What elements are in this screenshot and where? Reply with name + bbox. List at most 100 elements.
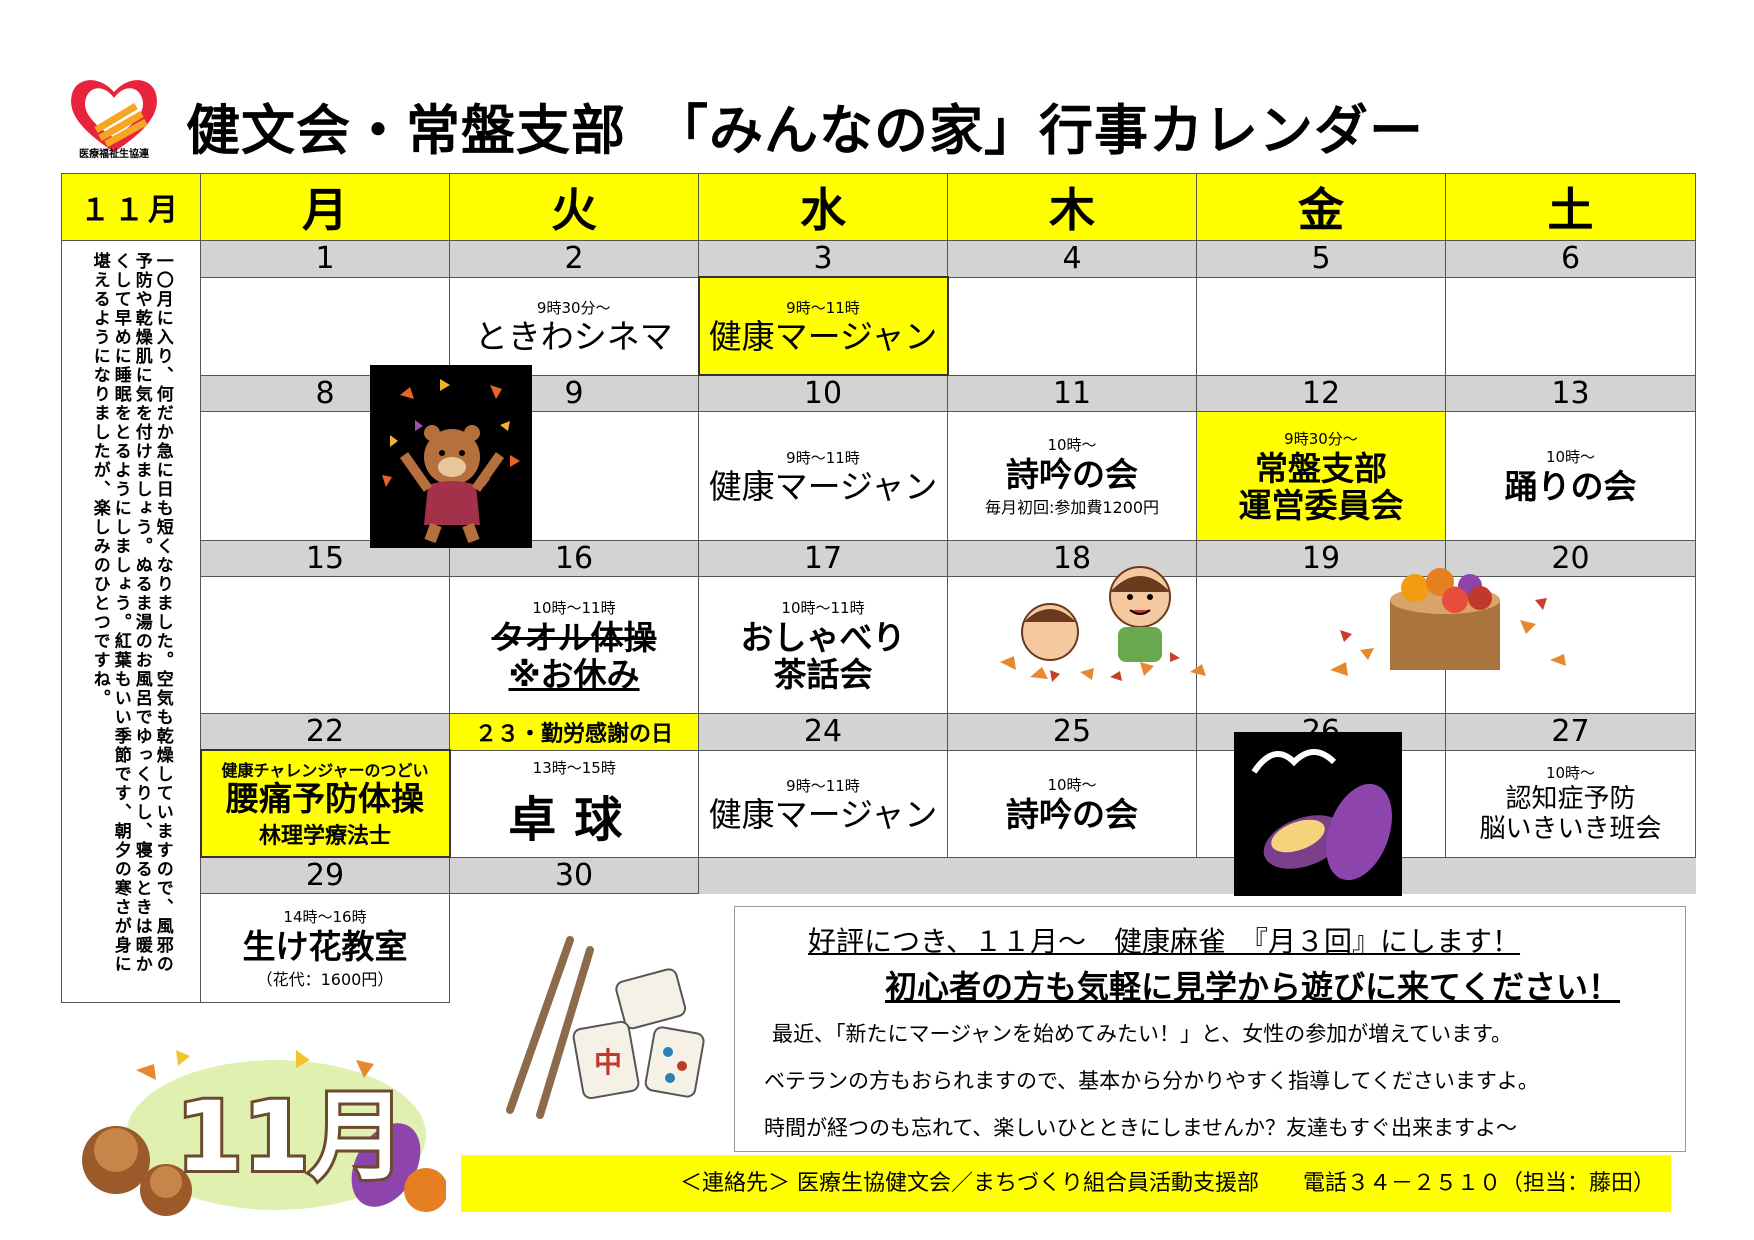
event-cell	[1445, 276, 1696, 376]
event-cell	[1196, 276, 1446, 376]
date-cell-empty	[698, 857, 948, 894]
logo-text: 医療福祉生協連	[79, 149, 149, 160]
event-row: 9時30分～ ときわシネマ 9時～11時 健康マージャン	[62, 276, 1696, 376]
event-instructor: 林理学療法士	[258, 823, 391, 849]
event-name: 健康マージャン	[708, 317, 938, 357]
event-note: 毎月初回:参加費1200円	[984, 497, 1160, 517]
weekday-wed: 水	[698, 173, 948, 241]
date-cell: 4	[947, 240, 1197, 278]
date-cell-empty	[1445, 857, 1696, 894]
contact-footer: ＜連絡先＞ 医療生協健文会／まちづくり組合員活動支援部 電話３４－２５１０（担当…	[461, 1155, 1671, 1212]
event-name: 生け花教室	[242, 927, 408, 967]
date-cell: 6	[1445, 240, 1696, 278]
date-cell: 29	[200, 856, 450, 894]
date-row: 一〇月に入り、何だか急に日も短くなりました。空気も乾燥していますので、風邪の予防…	[61, 240, 1696, 1003]
heart-logo-icon	[71, 80, 157, 152]
event-time: 10時～	[1047, 436, 1097, 455]
seasonal-note-text: 一〇月に入り、何だか急に日も短くなりました。空気も乾燥していますので、風邪の予防…	[89, 251, 173, 974]
event-cell: 13時～15時 卓球	[449, 749, 699, 858]
event-name: おしゃべり	[740, 618, 906, 658]
event-name-2: 茶話会	[773, 654, 873, 694]
month-badge-text: 11月	[176, 1081, 406, 1193]
event-time: 9時30分～	[536, 299, 611, 318]
weekday-sat: 土	[1445, 173, 1696, 241]
event-cell	[200, 576, 450, 714]
event-row: 健康チャレンジャーのつどい 腰痛予防体操 林理学療法士 13時～15時 卓球 9…	[62, 749, 1696, 858]
weekday-mon: 月	[200, 173, 450, 241]
event-cell: 9時30分～ ときわシネマ	[449, 276, 699, 376]
date-cell: 17	[698, 540, 948, 577]
event-time: 10時～	[1545, 764, 1596, 783]
notice-headline: 好評につき、１１月～ 健康麻雀 『月３回』にします！	[808, 925, 1521, 958]
date-cell: 13	[1445, 374, 1696, 412]
event-cell: 9時～11時 健康マージャン	[698, 411, 948, 541]
date-cell: 22	[200, 713, 450, 751]
event-name: 常盤支部	[1255, 449, 1387, 489]
event-time: 10時～	[1047, 775, 1097, 794]
event-cell: 10時～11時 おしゃべり 茶話会	[698, 576, 948, 714]
event-time: 10時～11時	[781, 599, 865, 618]
notice-subheadline: 初心者の方も気軽に見学から遊びに来てください！	[885, 968, 1621, 1006]
event-name: 詩吟の会	[1006, 794, 1138, 834]
event-name: 卓球	[508, 792, 641, 848]
mahjong-tiles-illustration: 中	[506, 936, 705, 1119]
date-cell: 24	[698, 713, 948, 751]
event-cell	[200, 276, 450, 376]
date-cell: 12	[1196, 374, 1446, 412]
date-cell: 25	[947, 713, 1197, 751]
notice-body: 最近、「新たにマージャンを始めてみたい！」と、女性の参加が増えています。	[772, 1022, 1513, 1046]
event-name: 認知症予防	[1505, 784, 1636, 815]
date-cell-empty	[947, 857, 1197, 894]
event-time: 9時～11時	[786, 776, 860, 795]
event-name: 健康マージャン	[708, 467, 938, 507]
event-name-2: 運営委員会	[1238, 485, 1404, 525]
date-row: 29 30	[62, 856, 1696, 894]
event-cell: 9時30分～ 常盤支部 運営委員会	[1196, 411, 1446, 541]
date-cell: 3	[698, 240, 948, 278]
event-cell: 10時～ 踊りの会	[1445, 411, 1696, 541]
date-cell: 5	[1196, 240, 1446, 278]
event-cell: 健康チャレンジャーのつどい 腰痛予防体操 林理学療法士	[199, 749, 451, 858]
weekday-tue: 火	[449, 173, 699, 241]
event-series: 健康チャレンジャーのつどい	[221, 761, 429, 781]
event-cancel-notice: ※お休み	[508, 654, 640, 694]
notice-box	[734, 906, 1686, 1152]
stump-fruit-illustration	[1330, 568, 1566, 676]
event-name: 健康マージャン	[708, 794, 938, 834]
mahjong-tile-label: 中	[594, 1046, 622, 1079]
event-name: ときわシネマ	[474, 317, 673, 357]
date-cell: 27	[1445, 713, 1696, 751]
notice-body: 時間が経つのも忘れて、楽しいひとときにしませんか？友達もすぐ出来ますよ～	[764, 1116, 1518, 1140]
page-title: 健文会・常盤支部 「みんなの家」行事カレンダー	[186, 99, 1424, 162]
event-name: 腰痛予防体操	[226, 779, 424, 819]
weekday-header-row: １１月 月 火 水 木 金 土	[61, 173, 1696, 241]
weekday-thu: 木	[947, 173, 1197, 241]
weekday-fri: 金	[1196, 173, 1446, 241]
date-cell: 30	[449, 856, 699, 894]
event-cell: 9時～11時 健康マージャン	[697, 276, 949, 376]
children-leaves-illustration	[1000, 566, 1206, 682]
event-time: 14時～16時	[283, 908, 367, 927]
holiday-date-cell: ２３・勤労感謝の日	[449, 713, 699, 751]
month-label: １１月	[61, 173, 201, 241]
date-row: 8 9 10 11 12 13	[62, 374, 1696, 412]
event-cell: 9時～11時 健康マージャン	[698, 749, 948, 858]
event-name-2: 脳いきいき班会	[1479, 814, 1662, 844]
event-fee: （花代：1600円）	[256, 969, 394, 989]
event-cell: 14時～16時 生け花教室 （花代：1600円）	[200, 893, 450, 1003]
date-cell: 19	[1196, 540, 1446, 577]
event-cell: 10時～ 詩吟の会	[947, 749, 1197, 858]
november-autumn-badge: 11月	[82, 1050, 446, 1216]
event-name: 踊りの会	[1504, 467, 1637, 507]
event-cell: 10時～ 詩吟の会 毎月初回:参加費1200円	[947, 411, 1197, 541]
date-cell: 15	[200, 540, 450, 577]
bear-autumn-illustration	[370, 365, 532, 548]
event-time: 10時～11時	[532, 599, 616, 618]
event-time: 9時～11時	[786, 449, 860, 468]
seasonal-note: 一〇月に入り、何だか急に日も短くなりました。空気も乾燥していますので、風邪の予防…	[61, 240, 201, 1003]
date-cell: 11	[947, 374, 1197, 412]
event-cell: 10時～11時 タオル体操 ※お休み	[449, 576, 699, 714]
event-time: 9時～11時	[786, 299, 860, 318]
date-row: 22 ２３・勤労感謝の日 24 25 26 27	[62, 713, 1696, 751]
event-row: 9時～11時 健康マージャン 10時～ 詩吟の会 毎月初回:参加費1200円 9…	[62, 411, 1696, 541]
